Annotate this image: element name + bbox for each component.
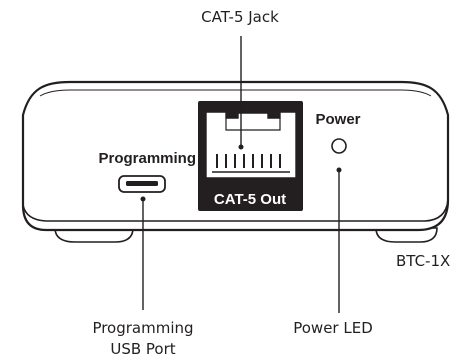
device-top-bevel [39,89,432,97]
device-feet [54,227,438,243]
right-foot [375,227,438,243]
usb-port-callout-line1: Programming [92,319,193,337]
device-base-lip [22,199,449,222]
cat5-jack-leader-dot [238,144,244,150]
cat5-jack-latch [225,118,281,131]
power-led-callout: Power LED [293,319,373,337]
leader-lines [140,36,342,313]
usb-port-callout-line2: USB Port [110,340,175,358]
cat5-jack-icon [205,111,297,179]
power-led-leader-dot [336,167,342,173]
cat5-jack-callout: CAT-5 Jack [201,8,279,26]
left-foot [54,227,134,243]
cat5-out-label: CAT-5 Out [214,191,286,208]
model-label: BTC-1X [396,252,450,270]
programming-panel-label: Programming [98,150,196,167]
usb-port-tongue [126,181,158,186]
usb-port-leader-dot [140,196,146,202]
power-panel-label: Power [315,111,360,128]
cat5-jack-pins [216,154,281,168]
power-led-icon [331,138,347,154]
